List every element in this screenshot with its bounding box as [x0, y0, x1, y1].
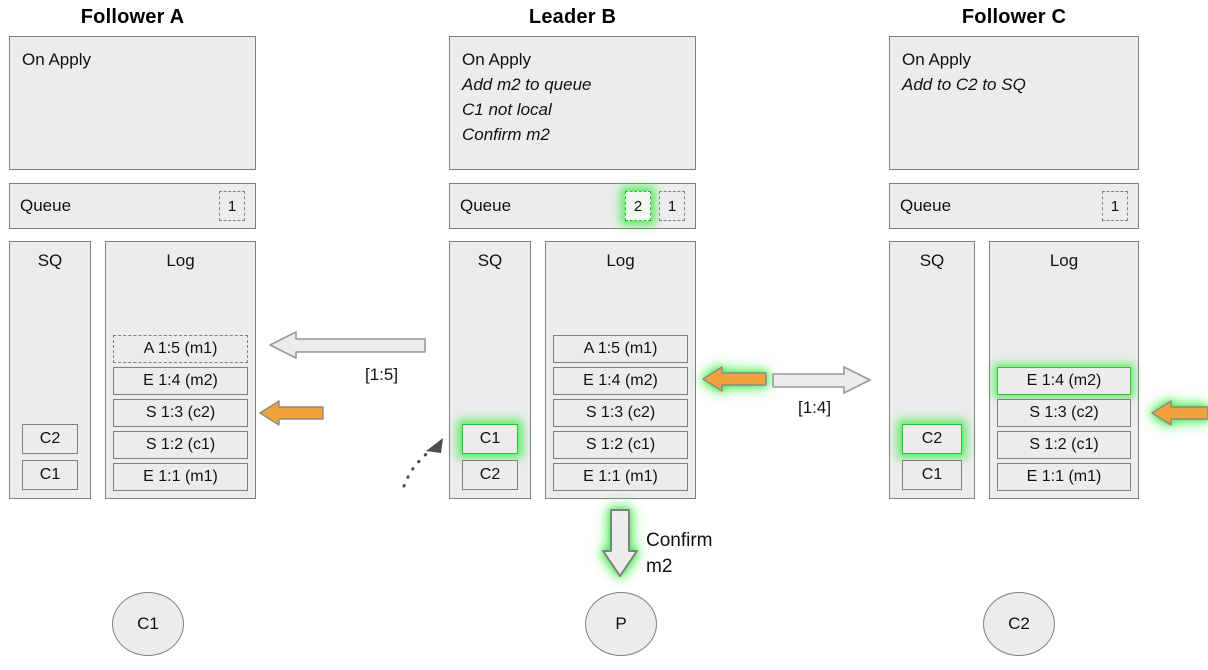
log-entry: E 1:1 (m1) [553, 463, 688, 491]
log-entry-highlighted: E 1:4 (m2) [997, 367, 1131, 395]
log-entry: A 1:5 (m1) [113, 335, 248, 363]
sq-stack-a: C1 C2 [22, 424, 78, 490]
sq-title-c: SQ [919, 251, 945, 270]
log-entry: S 1:3 (c2) [553, 399, 688, 427]
on-apply-line: Add to C2 to SQ [902, 75, 1026, 94]
sq-stack-c: C1 C2 [902, 424, 962, 490]
node-title-leader-b: Leader B [528, 6, 617, 28]
replication-arrow-b-to-c [772, 365, 871, 395]
queue-slots-a: 1 [219, 191, 245, 221]
on-apply-panel-a: On Apply [9, 36, 256, 170]
queue-slots-b: 2 1 [625, 191, 685, 221]
log-entry: E 1:4 (m2) [553, 367, 688, 395]
apply-arrow-leader-b [702, 364, 767, 394]
queue-slots-c: 1 [1102, 191, 1128, 221]
sq-item: C1 [22, 460, 78, 490]
client-circle-c1: C1 [112, 592, 184, 656]
log-title-c: Log [1049, 251, 1079, 270]
on-apply-panel-c: On Apply Add to C2 to SQ [889, 36, 1139, 170]
client-circle-label: C1 [137, 614, 159, 633]
node-title-follower-c: Follower C [961, 6, 1067, 28]
log-entry: S 1:2 (c1) [553, 431, 688, 459]
queue-label-a: Queue [20, 196, 72, 215]
sq-column-c: SQ C1 C2 [889, 241, 975, 499]
log-column-b: Log E 1:1 (m1) S 1:2 (c1) S 1:3 (c2) E 1… [545, 241, 696, 499]
confirm-label-line1: Confirm [646, 530, 713, 551]
log-column-c: Log E 1:1 (m1) S 1:2 (c1) S 1:3 (c2) E 1… [989, 241, 1139, 499]
log-entry: E 1:4 (m2) [113, 367, 248, 395]
node-title-follower-a: Follower A [80, 6, 185, 28]
queue-slot: 1 [219, 191, 245, 221]
client-circle-label: C2 [1008, 614, 1030, 633]
client-circle-c2: C2 [983, 592, 1055, 656]
log-stack-b: E 1:1 (m1) S 1:2 (c1) S 1:3 (c2) E 1:4 (… [553, 335, 688, 491]
sq-item-highlighted: C1 [462, 424, 518, 454]
queue-label-b: Queue [460, 196, 512, 215]
on-apply-header-b: On Apply [462, 50, 531, 69]
log-entry: S 1:2 (c1) [113, 431, 248, 459]
sq-item: C1 [902, 460, 962, 490]
edge-label-bc: [1:4] [798, 398, 832, 417]
sq-stack-b: C2 C1 [462, 424, 518, 490]
queue-panel-a: Queue 1 [9, 183, 256, 229]
confirm-arrow-leader-b [600, 508, 640, 577]
queue-panel-c: Queue 1 [889, 183, 1139, 229]
on-apply-line: Confirm m2 [462, 125, 550, 144]
log-entry: E 1:1 (m1) [997, 463, 1131, 491]
log-stack-a: E 1:1 (m1) S 1:2 (c1) S 1:3 (c2) E 1:4 (… [113, 335, 248, 491]
queue-label-c: Queue [900, 196, 952, 215]
edge-label-ab: [1:5] [365, 365, 399, 384]
confirm-label: Confirm m2 [646, 528, 713, 580]
client-circle-label: P [615, 614, 627, 633]
on-apply-header-c: On Apply [902, 50, 971, 69]
apply-arrow-follower-c [1151, 398, 1208, 428]
log-entry: S 1:3 (c2) [997, 399, 1131, 427]
sq-title-a: SQ [37, 251, 63, 270]
queue-slot: 1 [659, 191, 685, 221]
sq-item: C2 [22, 424, 78, 454]
sq-column-a: SQ C1 C2 [9, 241, 91, 499]
sq-item: C2 [462, 460, 518, 490]
sq-insert-pointer-icon [396, 420, 456, 490]
sq-title-b: SQ [477, 251, 503, 270]
apply-arrow-follower-a [259, 398, 324, 428]
queue-slot-highlighted: 2 [625, 191, 651, 221]
confirm-label-line2: m2 [646, 556, 673, 577]
queue-panel-b: Queue 2 1 [449, 183, 696, 229]
on-apply-line: C1 not local [462, 100, 552, 119]
on-apply-line: Add m2 to queue [462, 75, 592, 94]
log-entry: S 1:2 (c1) [997, 431, 1131, 459]
sq-item-highlighted: C2 [902, 424, 962, 454]
queue-slot: 1 [1102, 191, 1128, 221]
replication-arrow-b-to-a [269, 330, 426, 360]
log-entry: E 1:1 (m1) [113, 463, 248, 491]
on-apply-header-a: On Apply [22, 50, 91, 69]
log-column-a: Log E 1:1 (m1) S 1:2 (c1) S 1:3 (c2) E 1… [105, 241, 256, 499]
log-title-a: Log [166, 251, 195, 270]
log-entry: A 1:5 (m1) [553, 335, 688, 363]
on-apply-panel-b: On Apply Add m2 to queue C1 not local Co… [449, 36, 696, 170]
log-title-b: Log [606, 251, 635, 270]
log-entry: S 1:3 (c2) [113, 399, 248, 427]
log-stack-c: E 1:1 (m1) S 1:2 (c1) S 1:3 (c2) E 1:4 (… [997, 367, 1131, 491]
sq-column-b: SQ C2 C1 [449, 241, 531, 499]
client-circle-p: P [585, 592, 657, 656]
